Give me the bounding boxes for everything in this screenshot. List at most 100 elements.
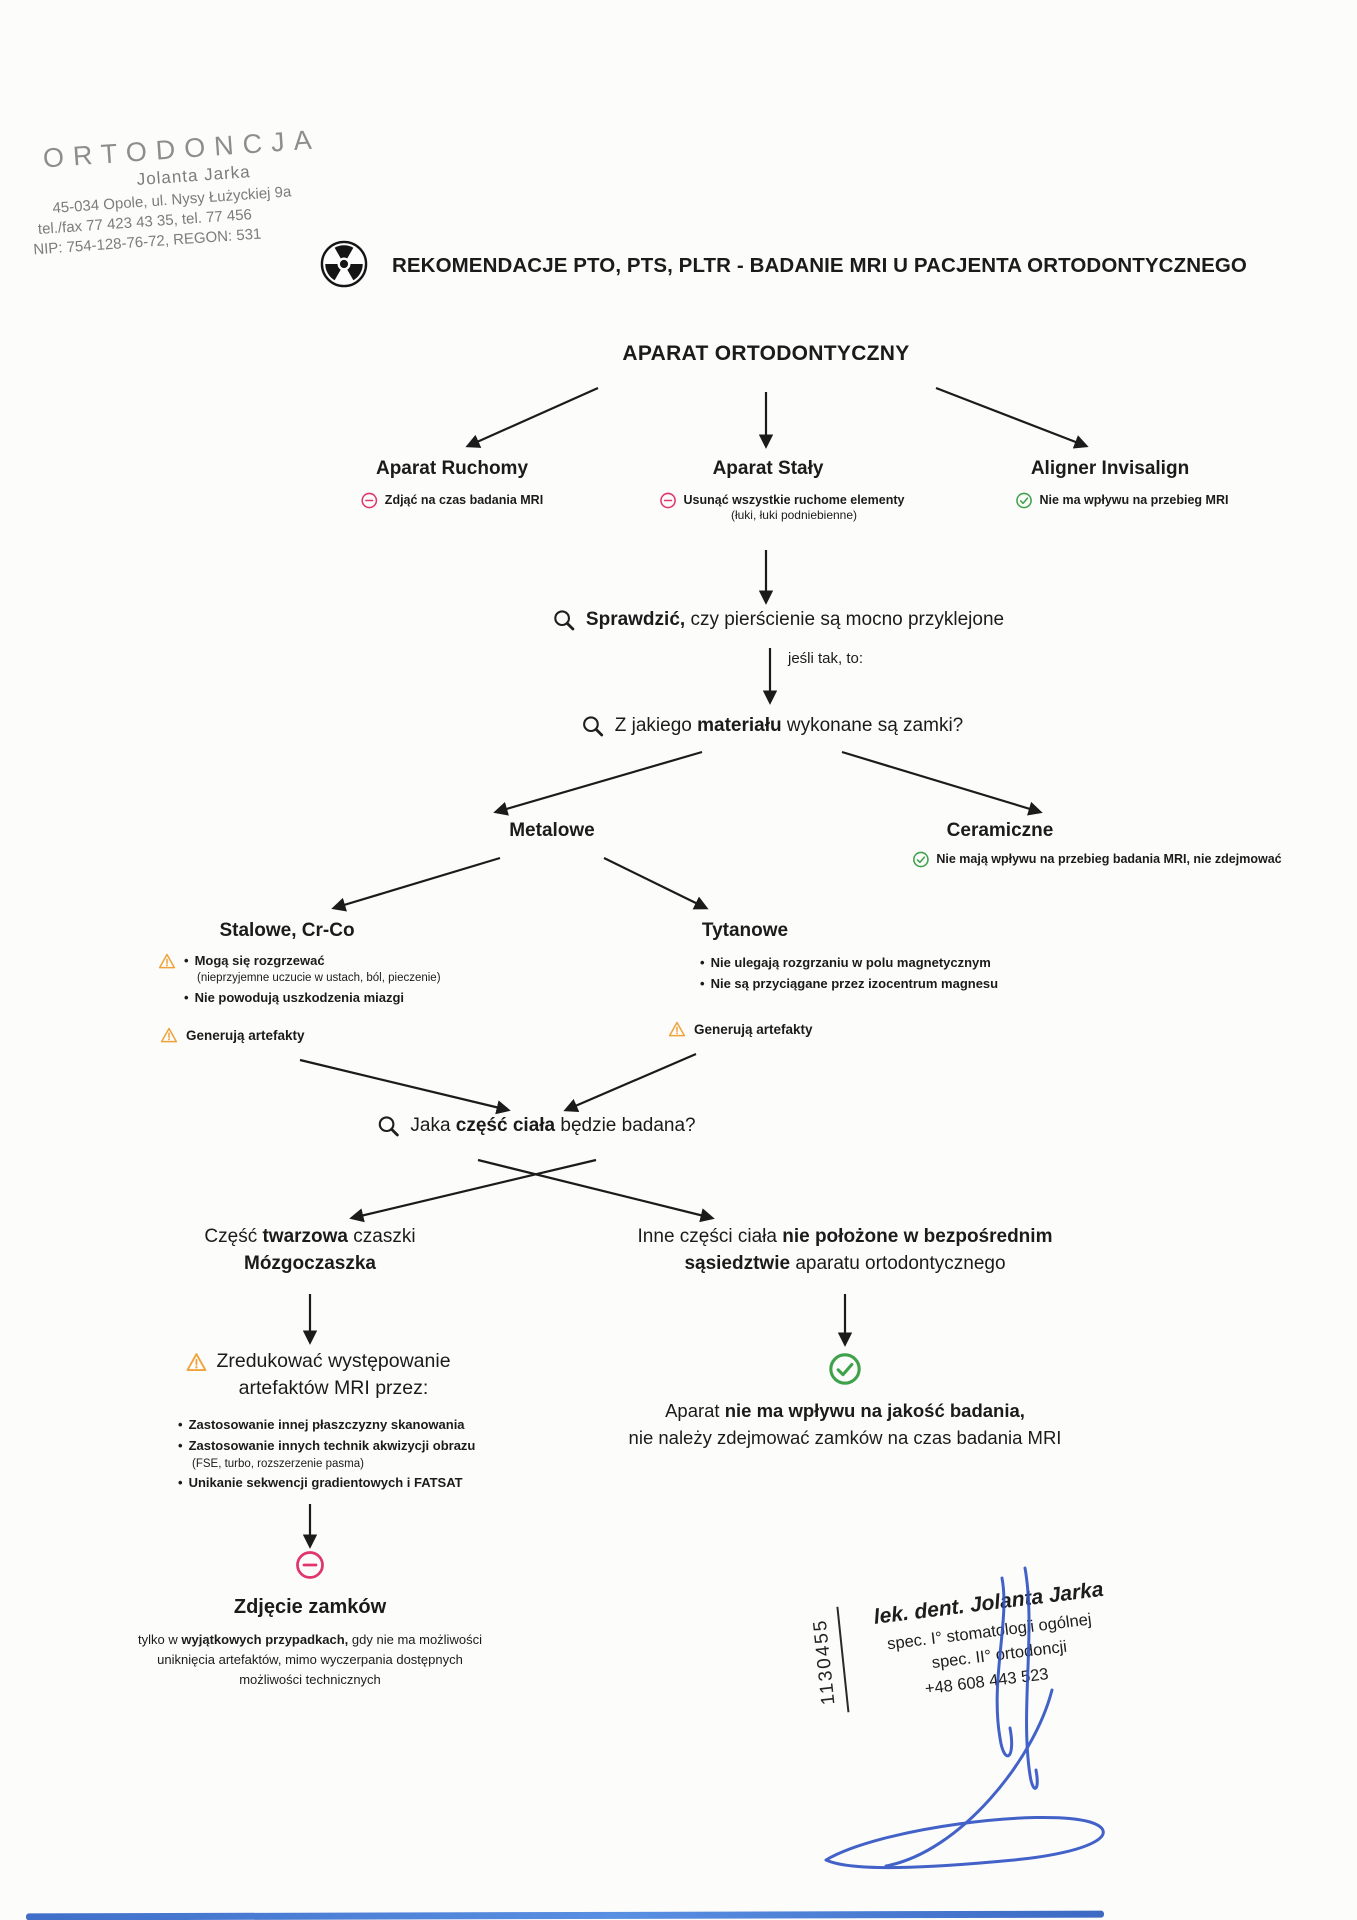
document-title: REKOMENDACJE PTO, PTS, PLTR - BADANIE MR… xyxy=(392,254,1247,278)
office-stamp: ORTODONCJA Jolanta Jarka 45-034 Opole, u… xyxy=(33,124,327,258)
note-ceramiczne-text: Nie mają wpływu na przebieg badania MRI,… xyxy=(936,852,1282,866)
title-mri: MRI xyxy=(849,254,888,277)
steel-artifacts-warning: Generują artefakty xyxy=(160,1026,305,1044)
q2-pre: Z jakiego xyxy=(614,715,698,736)
reduce-bullet-3: Unikanie sekwencji gradientowych i FATSA… xyxy=(178,1472,475,1493)
head-line-2: Mózgoczaszka xyxy=(204,1251,415,1278)
bullet-dot xyxy=(178,1475,189,1490)
q1-em: Sprawdzić, xyxy=(585,609,686,630)
warning-triangle-icon xyxy=(158,952,176,970)
title-pre: REKOMENDACJE PTO, PTS, PLTR - BADANIE xyxy=(392,254,850,277)
question-body-part-text: Jaka część ciała będzie badana? xyxy=(410,1115,695,1137)
bullet-dot xyxy=(178,1417,189,1432)
steel-bullets-text: Mogą się rozgrzewać (nieprzyjemne uczuci… xyxy=(184,950,441,1008)
reduce-bullet-2: Zastosowanie innych technik akwizycji ob… xyxy=(178,1435,475,1456)
other-line-2: sąsiedztwie aparatu ortodontycznego xyxy=(638,1251,1053,1278)
q2-post: wykonane są zamki? xyxy=(781,715,964,736)
other-line-1: Inne części ciała nie położone w bezpośr… xyxy=(638,1224,1053,1251)
removal-p-line-3: możliwości technicznych xyxy=(239,1672,381,1688)
titanium-bullet-2: Nie są przyciągane przez izocentrum magn… xyxy=(700,973,998,994)
q2-em: materiału xyxy=(697,715,782,736)
ok-line-2: nie należy zdejmować zamków na czas bada… xyxy=(628,1426,1062,1448)
removal-title: Zdjęcie zamków xyxy=(233,1596,387,1618)
other-l2-post: aparatu ortodontycznego xyxy=(790,1252,1006,1274)
scan-bottom-stripe xyxy=(25,1910,1105,1920)
question-rings-text: Sprawdzić, czy pierścienie są mocno przy… xyxy=(586,609,1004,631)
node-ceramiczne: Ceramiczne xyxy=(946,820,1054,841)
other-l1-pre: Inne części ciała xyxy=(637,1226,783,1247)
note-aparat-ruchomy-text: Zdjąć na czas badania MRI xyxy=(384,493,544,507)
bullet-dot xyxy=(178,1438,189,1453)
reduce-bullet-1: Zastosowanie innej płaszczyzny skanowani… xyxy=(178,1414,475,1435)
reduce-bullet-2-text: Zastosowanie innych technik akwizycji ob… xyxy=(188,1438,476,1454)
note-aparat-staly: Usunąć wszystkie ruchome elementy (łuki,… xyxy=(660,492,905,524)
other-l2-em: sąsiedztwie xyxy=(684,1252,791,1274)
removal-p-line-1: tylko w wyjątkowych przypadkach, gdy nie… xyxy=(90,1630,530,1650)
head-l1-em: twarzowa xyxy=(262,1226,349,1247)
note-aparat-staly-text: Usunąć wszystkie ruchome elementy xyxy=(683,493,905,507)
reduce-bullet-2-sub: (FSE, turbo, rozszerzenie pasma) xyxy=(192,1457,364,1470)
steel-artifacts-text: Generują artefakty xyxy=(186,1027,305,1043)
title-post: U PACJENTA ORTODONTYCZNEGO xyxy=(887,254,1247,277)
magnifier-icon xyxy=(581,714,605,738)
titanium-artifacts-text: Generują artefakty xyxy=(694,1021,813,1037)
head-line-1: Część twarzowa czaszki xyxy=(204,1224,415,1251)
condition-jesli-tak: jeśli tak, to: xyxy=(788,650,864,667)
steel-bullet-1: Mogą się rozgrzewać xyxy=(184,950,441,971)
node-aparat-ruchomy: Aparat Ruchomy xyxy=(375,458,529,479)
steel-bullet-2-text: Nie powodują uszkodzenia miazgi xyxy=(194,989,405,1005)
q3-em: część ciała xyxy=(455,1115,556,1136)
removal-paragraph: tylko w wyjątkowych przypadkach, gdy nie… xyxy=(90,1630,530,1690)
note-aparat-staly-text-wrap: Usunąć wszystkie ruchome elementy (łuki,… xyxy=(684,492,905,524)
steel-bullet-2: Nie powodują uszkodzenia miazgi xyxy=(184,987,441,1008)
reduce-title-line-1: Zredukować występowanie xyxy=(216,1350,451,1372)
radiation-icon xyxy=(320,240,368,288)
check-circle-icon xyxy=(828,1352,862,1386)
check-circle-icon xyxy=(912,851,929,868)
note-aparat-staly-sub: (łuki, łuki podniebienne) xyxy=(730,508,858,523)
head-l1-post: czaszki xyxy=(348,1226,416,1247)
question-bracket-material: Z jakiego materiału wykonane są zamki? xyxy=(581,714,964,738)
bullet-dot xyxy=(184,953,195,968)
warning-triangle-icon xyxy=(668,1020,686,1038)
reduce-bullet-1-text: Zastosowanie innej płaszczyzny skanowani… xyxy=(188,1417,465,1432)
titanium-bullet-1: Nie ulegają rozgrzaniu w polu magnetyczn… xyxy=(700,952,998,973)
ok-result-text: Aparat nie ma wpływu na jakość badania, … xyxy=(629,1398,1062,1452)
steel-bullet-1-sub: (nieprzyjemne uczucie w ustach, ból, pie… xyxy=(197,972,441,985)
bullet-dot xyxy=(700,955,711,970)
doctor-stamp: lek. dent. Jolanta Jarka spec. I° stomat… xyxy=(872,1574,1114,1707)
ok-l1-pre: Aparat xyxy=(665,1400,725,1421)
flow-root-aparat-ortodontyczny: APARAT ORTODONTYCZNY xyxy=(622,342,910,365)
removal-p1-post: gdy nie ma możliwości xyxy=(348,1632,482,1647)
head-l1-pre: Część xyxy=(204,1226,263,1247)
other-l1-em: nie położone w bezpośrednim xyxy=(782,1226,1053,1247)
magnifier-icon xyxy=(376,1114,400,1138)
reduce-artifacts-title: Zredukować występowanie artefaktów MRI p… xyxy=(185,1348,451,1402)
q1-rest: czy pierścienie są mocno przyklejone xyxy=(685,609,1005,630)
check-circle-icon xyxy=(1016,492,1033,509)
steel-details: Mogą się rozgrzewać (nieprzyjemne uczuci… xyxy=(158,950,498,1008)
note-aligner-text: Nie ma wpływu na przebieg MRI xyxy=(1039,493,1229,507)
steel-bullets: Mogą się rozgrzewać (nieprzyjemne uczuci… xyxy=(158,950,498,1008)
removal-p-line-2: uniknięcia artefaktów, mimo wyczerpania … xyxy=(157,1652,463,1668)
titanium-bullet-1-text: Nie ulegają rozgrzaniu w polu magnetyczn… xyxy=(710,955,991,970)
head-l2-em: Mózgoczaszka xyxy=(244,1252,376,1274)
node-tytanowe: Tytanowe xyxy=(701,920,789,941)
titanium-bullet-2-text: Nie są przyciągane przez izocentrum magn… xyxy=(710,976,999,992)
q3-pre: Jaka xyxy=(410,1115,456,1136)
license-number-stamp: 1130455 xyxy=(809,1606,850,1716)
license-number: 1130455 xyxy=(809,1617,840,1706)
note-aligner: Nie ma wpływu na przebieg MRI xyxy=(1016,492,1229,509)
node-aparat-staly: Aparat Stały xyxy=(712,458,824,479)
minus-circle-icon xyxy=(295,1550,325,1580)
node-aligner-invisalign: Aligner Invisalign xyxy=(1030,458,1190,479)
note-aparat-ruchomy: Zdjąć na czas badania MRI xyxy=(361,492,543,509)
warning-triangle-icon xyxy=(160,1026,178,1044)
node-head-region: Część twarzowa czaszki Mózgoczaszka xyxy=(204,1224,415,1278)
reduce-artifacts-bullets: Zastosowanie innej płaszczyzny skanowani… xyxy=(178,1414,475,1494)
steel-bullet-1-text: Mogą się rozgrzewać xyxy=(194,953,325,968)
note-ceramiczne: Nie mają wpływu na przebieg badania MRI,… xyxy=(912,851,1282,868)
reduce-title-line-2: artefaktów MRI przez: xyxy=(238,1376,429,1399)
ok-l1-em: nie ma wpływu na jakość badania, xyxy=(724,1400,1025,1421)
